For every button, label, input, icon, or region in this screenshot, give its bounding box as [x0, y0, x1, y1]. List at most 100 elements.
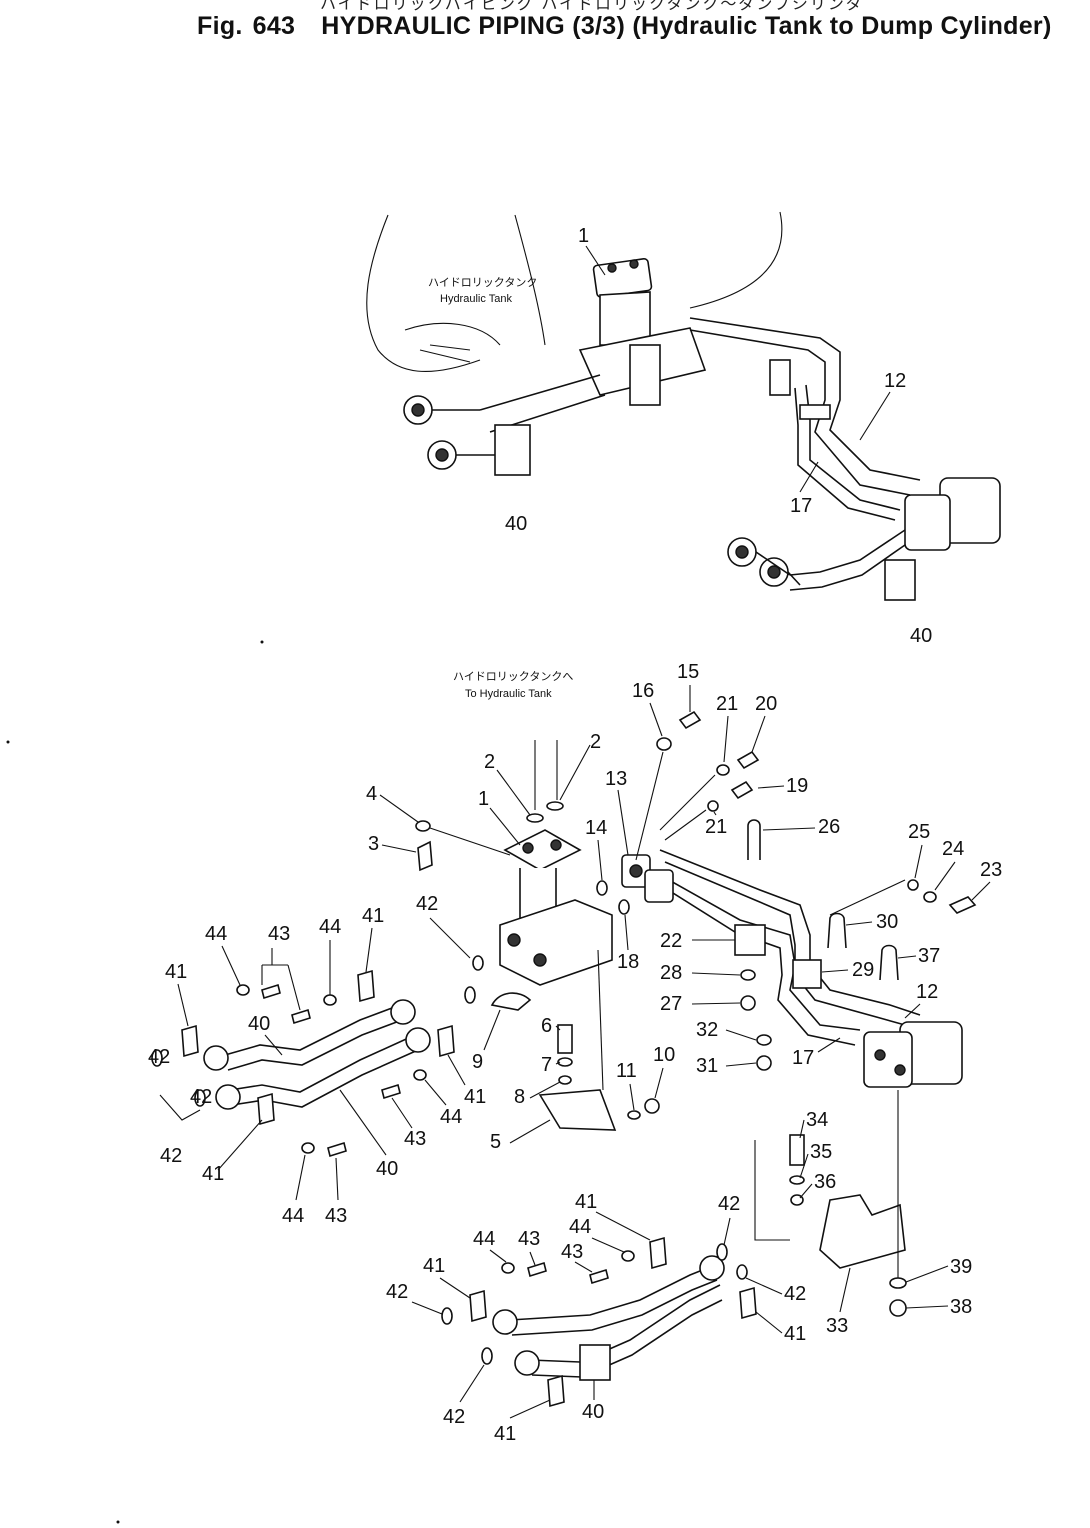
callout-32: 32: [696, 1019, 718, 1041]
callout-8: 8: [514, 1086, 525, 1108]
callout-41-g: 41: [423, 1255, 445, 1277]
lower-bolts-43-44: [501, 1250, 635, 1285]
bolt-stack-6-7-8: [557, 1024, 573, 1085]
callout-5: 5: [490, 1131, 501, 1153]
callout-0-a: 42: [148, 1046, 170, 1068]
upper-hose-flanges-left: [403, 395, 531, 476]
title-text: HYDRAULIC PIPING (3/3) (Hydraulic Tank t…: [321, 12, 1052, 40]
callout-25: 25: [908, 821, 930, 843]
lower-hose-clamps-41: [469, 1236, 757, 1408]
to-tank-label-jp: ハイドロリックタンクへ: [453, 670, 573, 683]
callout-43-a: 43: [268, 923, 290, 945]
callout-41-a: 41: [362, 905, 384, 927]
callout-43-b: 43: [325, 1205, 347, 1227]
callout-22: 22: [660, 930, 682, 952]
callout-18: 18: [617, 951, 639, 973]
figure-title: Fig. 643 HYDRAULIC PIPING (3/3) (Hydraulic…: [197, 12, 1052, 41]
callout-1: 1: [478, 788, 489, 810]
callout-44-b: 44: [319, 916, 341, 938]
callout-31: 31: [696, 1055, 718, 1077]
callout-21-a: 21: [716, 693, 738, 715]
callout-42-f: 42: [443, 1406, 465, 1428]
callout-40-top-right: 40: [910, 625, 932, 647]
callout-44-c: 44: [282, 1205, 304, 1227]
u-bolt-part-37: [879, 944, 899, 981]
upper-pipe-run: [479, 317, 921, 521]
to-tank-label-en: To Hydraulic Tank: [465, 688, 552, 700]
callout-11: 11: [616, 1060, 637, 1082]
left-o-rings-42: [151, 955, 484, 1107]
nut-washer-10-11: [627, 1098, 660, 1120]
callout-13: 13: [605, 768, 627, 790]
callout-42-c: 42: [718, 1193, 740, 1215]
callout-43-e: 43: [518, 1228, 540, 1250]
callout-21-b: 21: [705, 816, 727, 838]
o-rings-14-18: [596, 880, 630, 915]
clamp-block-29: [792, 959, 822, 989]
callout-14: 14: [585, 817, 607, 839]
callout-23: 23: [980, 859, 1002, 881]
callout-12: 12: [916, 981, 938, 1003]
nuts-38-39: [889, 1277, 907, 1317]
callout-35: 35: [810, 1141, 832, 1163]
pipe-part-17: [659, 874, 861, 1046]
callout-42-d: 42: [784, 1283, 806, 1305]
callout-44-f: 44: [473, 1228, 495, 1250]
u-bolt-part-26: [747, 819, 761, 860]
callout-38: 38: [950, 1296, 972, 1318]
callout-36: 36: [814, 1171, 836, 1193]
callout-42-b: 42: [160, 1145, 182, 1167]
o-rings-part-2: [526, 801, 564, 823]
callout-41-b: 41: [165, 961, 187, 983]
tank-outline: [366, 211, 783, 372]
lower-o-rings-42: [441, 1243, 748, 1365]
bolts-23-24-25: [829, 879, 977, 916]
upper-hose-flanges-right: [727, 537, 801, 587]
callout-3: 3: [368, 833, 379, 855]
left-bolts-43-44: [236, 983, 427, 1158]
left-hose-clamps-41: [181, 969, 455, 1126]
clamp-block-22: [734, 924, 766, 956]
nuts-31-32: [756, 1034, 772, 1071]
callout-12-top: 12: [884, 370, 906, 392]
bolt-part-3: [417, 840, 433, 872]
callout-9: 9: [472, 1051, 483, 1073]
callout-4: 4: [366, 783, 377, 805]
callout-33: 33: [826, 1315, 848, 1337]
bolt-stack-34-35-36: [789, 1134, 805, 1206]
bolts-19-20-21: [707, 750, 760, 812]
callout-41-d: 41: [464, 1086, 486, 1108]
callout-26: 26: [818, 816, 840, 838]
callout-20: 20: [755, 693, 777, 715]
callout-2-b: 2: [590, 731, 601, 753]
callout-30: 30: [876, 911, 898, 933]
cylinder-block: [863, 1021, 963, 1088]
callout-29: 29: [852, 959, 874, 981]
tank-label-en: Hydraulic Tank: [440, 293, 512, 305]
callout-19: 19: [786, 775, 808, 797]
outlet-flange-part-1: [499, 829, 613, 986]
callout-40-b: 40: [376, 1158, 398, 1180]
callout-37: 37: [918, 945, 940, 967]
callout-7: 7: [541, 1054, 552, 1076]
callout-44-e: 44: [569, 1216, 591, 1238]
callout-34: 34: [806, 1109, 828, 1131]
callout-41-h: 41: [494, 1423, 516, 1445]
callout-17: 17: [792, 1047, 814, 1069]
callout-41-e: 41: [784, 1323, 806, 1345]
upper-tank-outlet: [578, 257, 707, 406]
u-bolt-part-30: [827, 912, 847, 949]
upper-dump-cylinder-end: [789, 477, 1001, 601]
callout-44-a: 44: [205, 923, 227, 945]
callout-41-f: 41: [575, 1191, 597, 1213]
callout-42-e: 42: [386, 1281, 408, 1303]
callout-40-c: 40: [582, 1401, 604, 1423]
japanese-title-line: ハイドロリックパイピング ハイドロリックタンク〜ダンプシリンダ: [320, 0, 864, 13]
bracket-part-5: [538, 1089, 617, 1131]
fig-number: 643: [252, 12, 296, 40]
callout-2-a: 2: [484, 751, 495, 773]
callout-10: 10: [653, 1044, 675, 1066]
callout-15: 15: [677, 661, 699, 683]
fig-label: Fig.: [197, 12, 243, 40]
